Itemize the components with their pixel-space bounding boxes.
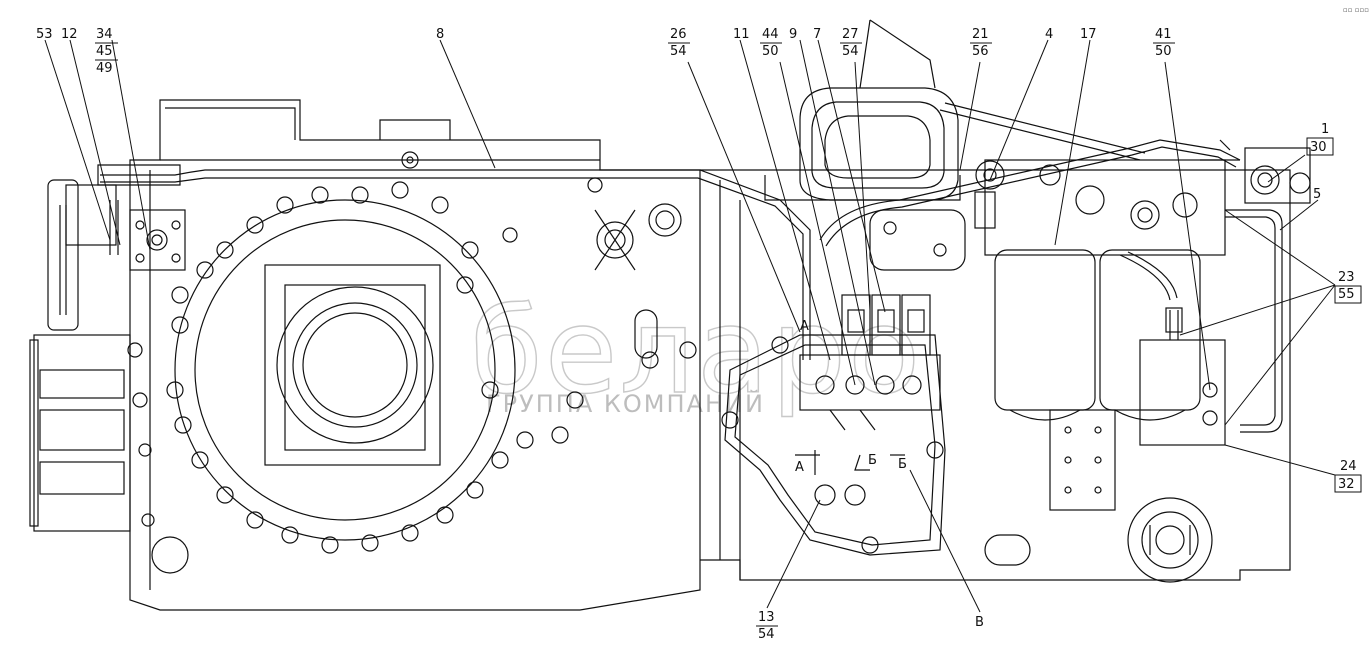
callout-labels: 53 12 34 45 49 8 26 54 11 44 50 9	[36, 27, 1362, 642]
callout-27-54: 27 54	[840, 27, 862, 59]
svg-text:4: 4	[1045, 27, 1053, 42]
svg-text:50: 50	[1155, 44, 1172, 59]
svg-text:50: 50	[762, 44, 779, 59]
watermark-subtitle: ГРУППА КОМПАНИЙ	[486, 389, 765, 418]
svg-text:44: 44	[762, 27, 779, 42]
svg-text:26: 26	[670, 27, 687, 42]
svg-text:23: 23	[1338, 270, 1355, 285]
svg-text:8: 8	[436, 27, 444, 42]
callout-21-56: 21 56	[970, 27, 992, 59]
callout-13-54: 13 54	[756, 610, 778, 642]
callout-7: 7	[813, 27, 821, 42]
svg-text:11: 11	[733, 27, 750, 42]
section-mark-v: В	[975, 615, 984, 630]
svg-text:12: 12	[61, 27, 78, 42]
leader-lines	[44, 39, 1336, 613]
svg-text:30: 30	[1310, 140, 1327, 155]
callout-4: 4	[1045, 27, 1053, 42]
callout-8: 8	[436, 27, 444, 42]
svg-text:54: 54	[758, 627, 775, 642]
corner-mark: ▫▫ ▫▫▫	[1343, 6, 1369, 14]
svg-text:41: 41	[1155, 27, 1172, 42]
section-mark-b-left: Б	[868, 453, 877, 468]
callout-23-55: 23 55	[1334, 270, 1362, 304]
callout-53: 53	[36, 27, 53, 42]
section-marks: А А Б Б В	[795, 319, 984, 630]
transmission-housing	[29, 19, 1311, 611]
callout-12: 12	[61, 27, 78, 42]
flange-bolts	[166, 177, 603, 554]
svg-text:21: 21	[972, 27, 989, 42]
callout-34-45-49: 34 45 49	[95, 27, 118, 76]
svg-text:55: 55	[1338, 287, 1355, 302]
svg-text:5: 5	[1313, 187, 1321, 202]
svg-text:9: 9	[789, 27, 797, 42]
svg-text:45: 45	[96, 44, 113, 59]
callout-5: 5	[1313, 187, 1321, 202]
callout-9: 9	[789, 27, 797, 42]
svg-text:34: 34	[96, 27, 113, 42]
svg-text:13: 13	[758, 610, 775, 625]
callout-17: 17	[1080, 27, 1097, 42]
callout-44-50: 44 50	[760, 27, 782, 59]
watermark: беларо ГРУППА КОМПАНИЙ	[469, 281, 922, 420]
svg-text:53: 53	[36, 27, 53, 42]
callout-1-30: 1 30	[1306, 122, 1334, 156]
svg-text:49: 49	[96, 61, 113, 76]
solenoid-valves	[799, 294, 941, 431]
svg-text:17: 17	[1080, 27, 1097, 42]
section-mark-b-right: Б	[898, 457, 907, 472]
svg-text:1: 1	[1321, 122, 1329, 137]
svg-text:32: 32	[1338, 477, 1355, 492]
callout-24-32: 24 32	[1334, 459, 1362, 493]
section-mark-a-bottom: А	[795, 460, 804, 475]
svg-text:27: 27	[842, 27, 859, 42]
watermark-logo-text: беларо	[470, 282, 922, 420]
section-mark-a-top: А	[800, 319, 809, 334]
svg-text:7: 7	[813, 27, 821, 42]
callout-26-54: 26 54	[668, 27, 690, 59]
callout-11: 11	[733, 27, 750, 42]
svg-text:24: 24	[1340, 459, 1357, 474]
svg-text:54: 54	[670, 44, 687, 59]
svg-text:56: 56	[972, 44, 989, 59]
svg-text:54: 54	[842, 44, 859, 59]
callout-41-50: 41 50	[1153, 27, 1175, 59]
